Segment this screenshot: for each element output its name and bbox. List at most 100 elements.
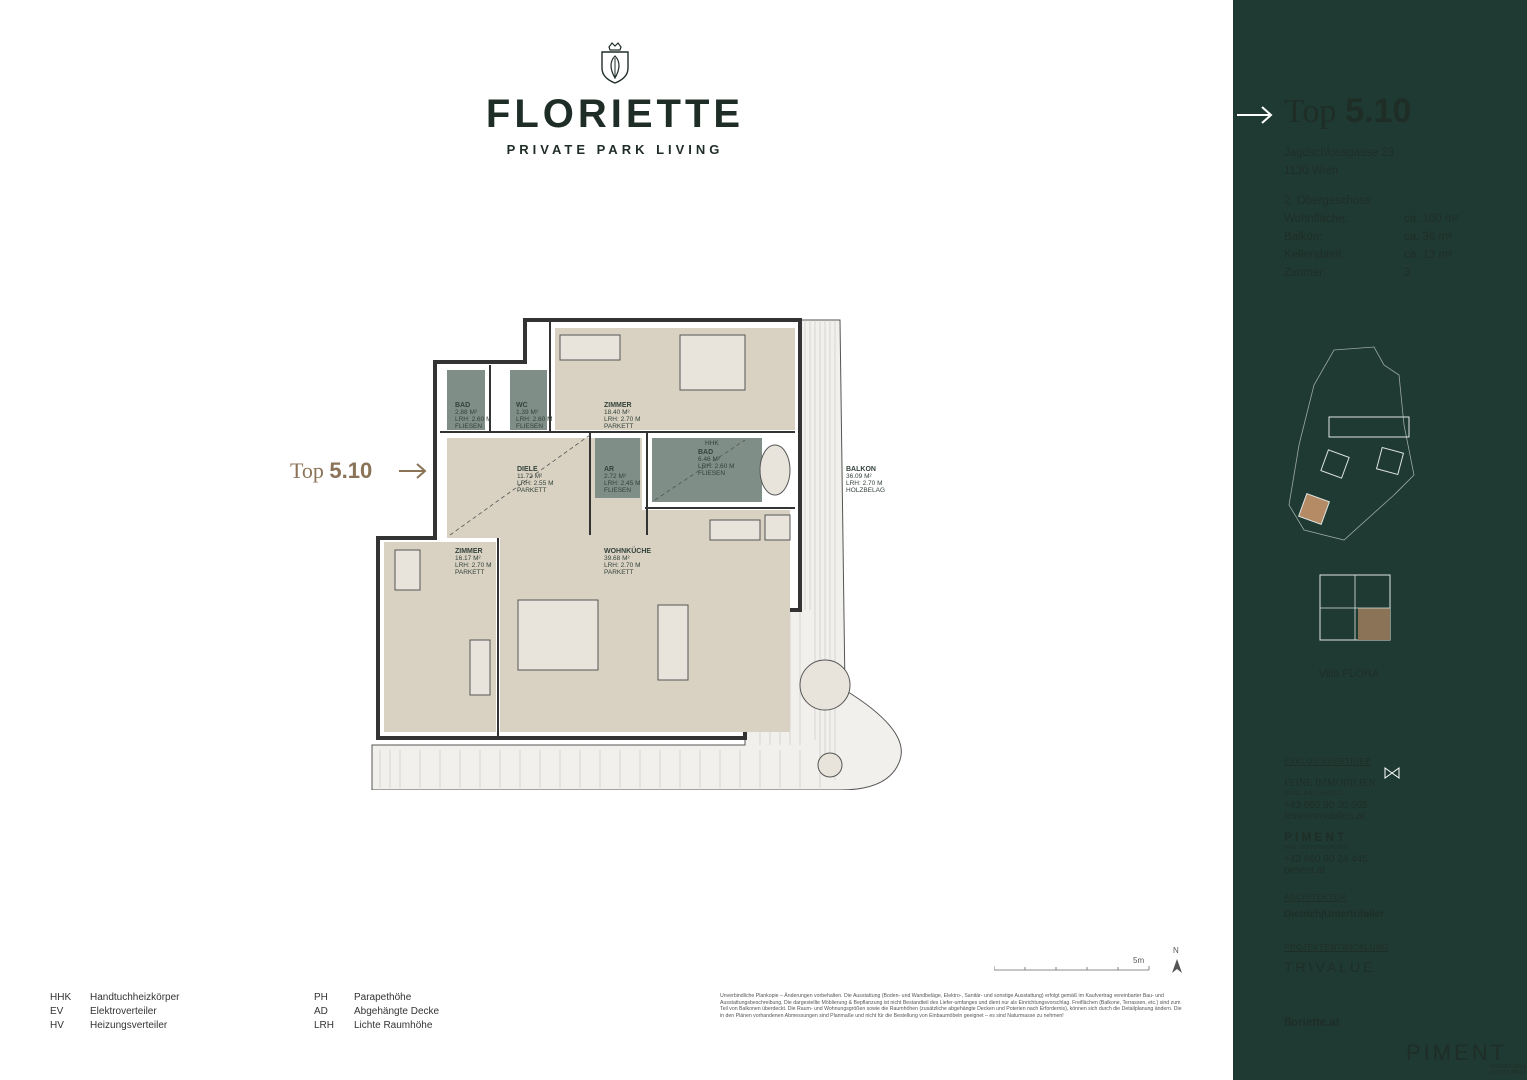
- villa-label: Villa FLORA: [1318, 668, 1380, 680]
- room-ar: [595, 438, 640, 498]
- legend-item: PH Parapethöhe: [314, 991, 439, 1005]
- legend-value: Elektroverteiler: [90, 1006, 157, 1017]
- feine-name: FEINE IMMOBILIEN: [1284, 778, 1376, 789]
- room-area: 18.40 M²: [604, 409, 630, 416]
- legend-key: HV: [50, 1020, 64, 1031]
- room-area: 2.88 M²: [455, 409, 478, 416]
- room-label-zimmer-1: ZIMMER 18.40 M² LRH: 2.70 M PARKETT: [604, 402, 641, 430]
- room-name: AR: [604, 466, 615, 473]
- north-arrow-icon: [1172, 959, 1182, 973]
- fact-row: Zimmer:3: [1284, 264, 1458, 282]
- room-name: BAD: [455, 402, 471, 409]
- fact-value: ca. 36 m²: [1404, 231, 1452, 243]
- room-area: 39.68 M²: [604, 555, 630, 562]
- legend-key: HHK: [50, 992, 72, 1003]
- fact-label: Kellerabteil:: [1284, 249, 1345, 261]
- fact-label: Balkon:: [1284, 231, 1323, 243]
- room-label-balkon: BALKON 36.09 M² LRH: 2.70 M HOLZBELAG: [846, 466, 885, 494]
- projekt-name: TR\VALUE: [1284, 959, 1376, 975]
- brand-tagline: PRIVATE PARK LIVING: [506, 142, 724, 157]
- unit-title-word: Top: [1284, 93, 1337, 130]
- room-name: ZIMMER: [604, 402, 632, 409]
- room-label-bad-1: BAD 2.88 M² LRH: 2.60 M FLIESEN: [455, 402, 492, 430]
- room-name: BALKON: [846, 466, 876, 473]
- crest-logo-icon: [601, 42, 629, 84]
- unit-label-number: 5.10: [329, 458, 373, 483]
- fact-value: ca. 100 m²: [1404, 213, 1459, 225]
- unit-label-word: Top: [290, 458, 324, 483]
- room-height: LRH: 2.70 M: [604, 562, 641, 569]
- north-label: N: [1173, 946, 1179, 955]
- room-floor: PARKETT: [604, 569, 634, 576]
- piment-name: PIMENT: [1284, 830, 1348, 844]
- legend-value: Handtuchheizkörper: [90, 992, 180, 1003]
- legend-key: AD: [314, 1006, 328, 1017]
- room-height: LRH: 2.45 M: [604, 480, 641, 487]
- legend-key: PH: [314, 992, 328, 1003]
- room-height: LRH: 2.60 M: [698, 463, 735, 470]
- piment-footer-sub: IMMOBILIEN& INVESTMENT: [1488, 1064, 1527, 1076]
- fact-value: ca. 13 m²: [1404, 249, 1452, 261]
- fact-label: Wohnfläche:: [1284, 213, 1348, 225]
- feine-phone[interactable]: +43 660 90 30 005: [1284, 800, 1368, 811]
- architekt-name: Dietrich|Untertrifaller: [1284, 909, 1385, 920]
- room-area: 36.09 M²: [846, 473, 872, 480]
- brand-name: FLORIETTE: [485, 92, 745, 136]
- room-name: WC: [516, 402, 528, 409]
- room-label-bad-2: BAD 6.46 M² LRH: 2.60 M FLIESEN: [698, 449, 735, 477]
- room-area: 11.72 M²: [517, 473, 543, 480]
- fact-row: Kellerabteil: ca. 13 m²: [1284, 246, 1458, 264]
- piment-sub: MAG. VIKTORIA PETER: [1284, 845, 1349, 851]
- room-height: LRH: 2.70 M: [604, 416, 641, 423]
- disclaimer-text: Unverbindliche Plankopie – Änderungen vo…: [720, 993, 1182, 1019]
- architektur-heading: ARCHITEKTUR: [1284, 893, 1347, 902]
- scale-label: 5m: [1133, 956, 1145, 965]
- scale-bar: [994, 966, 1150, 971]
- room-name: BAD: [698, 449, 714, 456]
- address-street: Jagdschlossgasse 23: [1284, 147, 1394, 159]
- room-area: 2.72 M²: [604, 473, 627, 480]
- piment-contact: PIMENT MAG. VIKTORIA PETER +43 660 90 24…: [1284, 830, 1368, 876]
- room-label-zimmer-2: ZIMMER 16.17 M² LRH: 2.70 M PARKETT: [455, 548, 492, 576]
- unit-title-number: 5.10: [1345, 92, 1412, 130]
- room-area: 1.39 M²: [516, 409, 539, 416]
- room-height: LRH: 2.60 M: [455, 416, 492, 423]
- floor-plan: [371, 318, 902, 790]
- piment-web[interactable]: piment.at: [1284, 865, 1326, 876]
- unit-title: Top 5.10: [1284, 92, 1411, 131]
- site-map: [1288, 346, 1415, 541]
- fact-row: Wohnfläche: ca. 100 m²: [1284, 210, 1458, 228]
- piment-phone[interactable]: +43 660 90 24 445: [1284, 854, 1368, 865]
- room-name: DIELE: [517, 466, 538, 473]
- room-bad-1: [447, 370, 485, 430]
- room-label-ar: AR 2.72 M² LRH: 2.45 M FLIESEN: [604, 466, 641, 494]
- legend-item: HHK Handtuchheizkörper: [50, 991, 180, 1005]
- room-floor: FLIESEN: [698, 470, 726, 477]
- website-link[interactable]: floriette.at: [1284, 1017, 1340, 1029]
- room-height: LRH: 2.60 M: [516, 416, 553, 423]
- room-area: 16.17 M²: [455, 555, 481, 562]
- legend-key: LRH: [314, 1020, 335, 1031]
- legend-value: Parapethöhe: [354, 992, 412, 1003]
- unit-label: Top 5.10: [290, 458, 372, 484]
- feine-sub: IRENE RIEF-HAUSER: [1284, 791, 1344, 797]
- room-floor: FLIESEN: [604, 487, 632, 494]
- feine-web[interactable]: feineimmobilien.at: [1284, 811, 1365, 822]
- room-wc: [510, 370, 547, 430]
- room-bad-2: [652, 438, 762, 502]
- piment-footer-logo: PIMENT: [1406, 1040, 1508, 1065]
- floor-level: 2. Obergeschoss: [1284, 195, 1371, 207]
- address: Jagdschlossgasse 23 1130 Wien: [1284, 144, 1394, 180]
- room-name: ZIMMER: [455, 548, 483, 555]
- room-height: LRH: 2.55 M: [517, 480, 554, 487]
- room-label-diele: DIELE 11.72 M² LRH: 2.55 M PARKETT: [517, 466, 554, 494]
- fact-value: 3: [1404, 267, 1411, 279]
- room-area: 6.46 M²: [698, 456, 721, 463]
- building-plan-mini: [1319, 574, 1391, 641]
- address-city: 1130 Wien: [1284, 165, 1339, 177]
- room-floor: PARKETT: [604, 423, 634, 430]
- entrance-arrow-icon: [399, 463, 427, 479]
